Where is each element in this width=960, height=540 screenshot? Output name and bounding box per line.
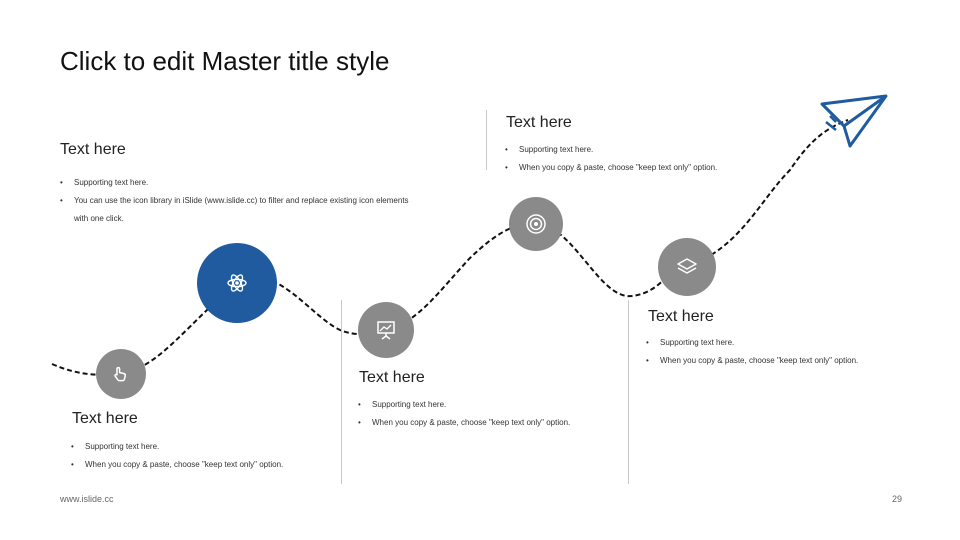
bullet-item: Supporting text here.	[71, 438, 331, 456]
layers-icon	[677, 258, 697, 274]
dashed-path-line	[51, 119, 849, 376]
step-2-circle	[197, 243, 277, 323]
step-4-bullets: Supporting text here. When you copy & pa…	[505, 141, 765, 177]
slide-title: Click to edit Master title style	[60, 46, 390, 76]
bullet-item: When you copy & paste, choose "keep text…	[505, 159, 765, 177]
step-2-heading: Text here	[60, 141, 126, 158]
step-4-heading: Text here	[506, 114, 572, 131]
bullet-item: Supporting text here.	[646, 334, 906, 352]
paper-plane-icon	[820, 94, 888, 148]
step-3-circle	[358, 302, 414, 358]
bullet-item: You can use the icon library in iSlide (…	[60, 192, 410, 228]
step-4-circle	[509, 197, 563, 251]
divider-line	[341, 300, 342, 484]
step-5-bullets: Supporting text here. When you copy & pa…	[646, 334, 906, 370]
divider-line	[628, 300, 629, 484]
hand-pointer-icon	[114, 366, 127, 382]
step-5-heading: Text here	[648, 308, 714, 325]
footer-website: www.islide.cc	[60, 494, 114, 504]
step-3-heading: Text here	[359, 369, 425, 386]
presentation-board-icon	[377, 321, 395, 340]
page-number: 29	[891, 494, 902, 504]
step-1-heading: Text here	[72, 410, 138, 427]
bullet-item: Supporting text here.	[505, 141, 765, 159]
bullet-item: Supporting text here.	[358, 396, 618, 414]
step-2-bullets: Supporting text here. You can use the ic…	[60, 174, 410, 228]
step-5-circle	[658, 238, 716, 296]
divider-line	[486, 110, 487, 170]
bullet-item: When you copy & paste, choose "keep text…	[646, 352, 906, 370]
step-1-bullets: Supporting text here. When you copy & pa…	[71, 438, 331, 474]
bullet-item: Supporting text here.	[60, 174, 410, 192]
step-1-circle	[96, 349, 146, 399]
atom-icon	[227, 274, 247, 292]
bullet-item: When you copy & paste, choose "keep text…	[71, 456, 331, 474]
target-icon	[526, 214, 546, 234]
bullet-item: When you copy & paste, choose "keep text…	[358, 414, 618, 432]
step-3-bullets: Supporting text here. When you copy & pa…	[358, 396, 618, 432]
